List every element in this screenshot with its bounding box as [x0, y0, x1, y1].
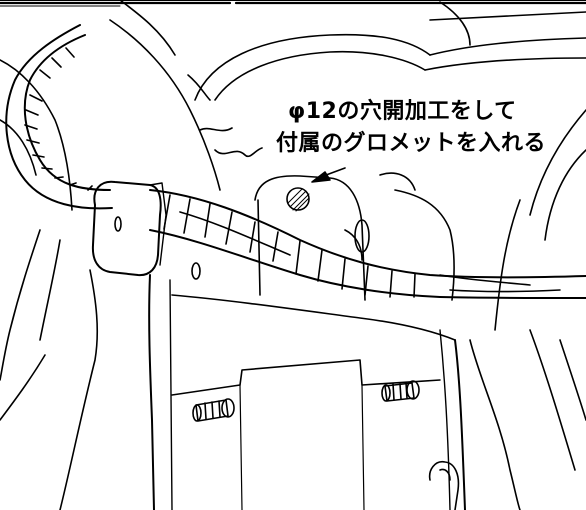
stud-bolt-right	[381, 380, 420, 402]
stud-bolt-left	[192, 398, 235, 422]
lower-right-detail	[428, 460, 460, 510]
drilling-instruction-callout: φ12の穴開加工をして 付属のグロメットを入れる	[276, 96, 582, 160]
callout-line-1: φ12の穴開加工をして	[288, 99, 517, 124]
wire-harness	[5, 24, 586, 299]
harness-clamp	[91, 180, 167, 277]
drill-hole-marker	[286, 167, 346, 212]
panel-edge-detail	[187, 74, 263, 158]
callout-line-2: 付属のグロメットを入れる	[276, 131, 547, 156]
body-panel-outline	[59, 0, 586, 510]
mounting-bracket	[148, 172, 466, 510]
left-panel	[0, 59, 73, 421]
top-frame-edge	[0, 0, 586, 7]
